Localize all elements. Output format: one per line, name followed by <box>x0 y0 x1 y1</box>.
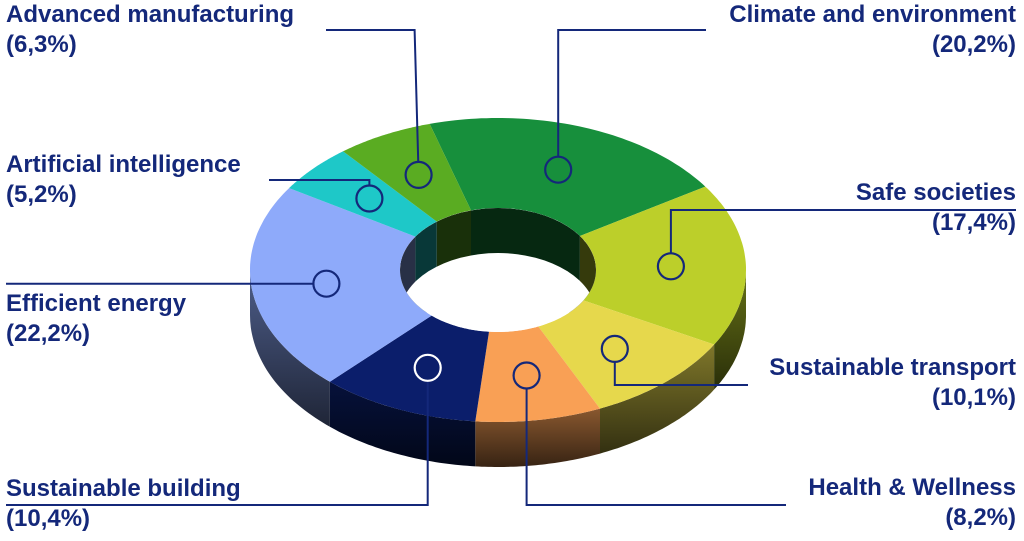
slice-percent: (20,2%) <box>931 31 1016 58</box>
leader-line-safe <box>669 209 1016 267</box>
wall-health <box>475 408 600 467</box>
label-artificial-intelligence: Artificial intelligence (5,2%) <box>6 150 241 210</box>
slice-percent: (8,2%) <box>945 504 1016 531</box>
marker-climate <box>544 155 573 184</box>
slice-percent: (10,4%) <box>6 505 91 532</box>
marker-ai <box>355 184 384 213</box>
marker-transport <box>600 334 629 363</box>
slice-percent: (10,1%) <box>931 384 1016 411</box>
marker-building <box>413 353 442 382</box>
slice-percent: (17,4%) <box>931 209 1016 236</box>
leader-line-building <box>6 367 429 506</box>
slice-name: Efficient energy <box>6 290 187 317</box>
slice-name: Sustainable building <box>6 475 241 502</box>
label-efficient-energy: Efficient energy (22,2%) <box>6 289 186 349</box>
slice-name: Health & Wellness <box>808 474 1016 501</box>
leader-line-manufacturing <box>326 29 420 175</box>
leader-line-health <box>525 375 786 506</box>
slice-percent: (6,3%) <box>6 31 77 58</box>
wall-building <box>329 381 476 467</box>
marker-energy <box>312 269 341 298</box>
label-safe-societies: Safe societies (17,4%) <box>856 178 1016 238</box>
label-climate-and-environment: Climate and environment (20,2%) <box>729 0 1016 60</box>
wall-safe <box>714 270 746 390</box>
hole-floor <box>400 253 596 332</box>
donut-side-walls <box>250 270 746 467</box>
leader-line-climate <box>557 29 706 170</box>
leader-lines <box>6 29 1016 506</box>
slice-percent: (5,2%) <box>6 181 77 208</box>
slice-building <box>329 315 489 422</box>
slice-name: Artificial intelligence <box>6 151 241 178</box>
marker-safe <box>656 252 686 281</box>
marker-manufacturing <box>404 160 433 189</box>
slice-percent: (22,2%) <box>6 320 91 347</box>
marker-health <box>512 361 541 390</box>
label-sustainable-transport: Sustainable transport (10,1%) <box>769 353 1016 413</box>
slice-name: Advanced manufacturing <box>6 1 295 28</box>
wall-energy <box>250 270 330 427</box>
slice-name: Sustainable transport <box>769 354 1016 381</box>
label-health-and-wellness: Health & Wellness (8,2%) <box>808 473 1016 533</box>
slice-energy <box>250 188 432 382</box>
label-advanced-manufacturing: Advanced manufacturing (6,3%) <box>6 0 294 60</box>
slice-name: Safe societies <box>855 179 1016 206</box>
slice-name: Climate and environment <box>729 1 1016 28</box>
label-sustainable-building: Sustainable building (10,4%) <box>6 474 241 534</box>
wall-transport <box>600 344 715 454</box>
